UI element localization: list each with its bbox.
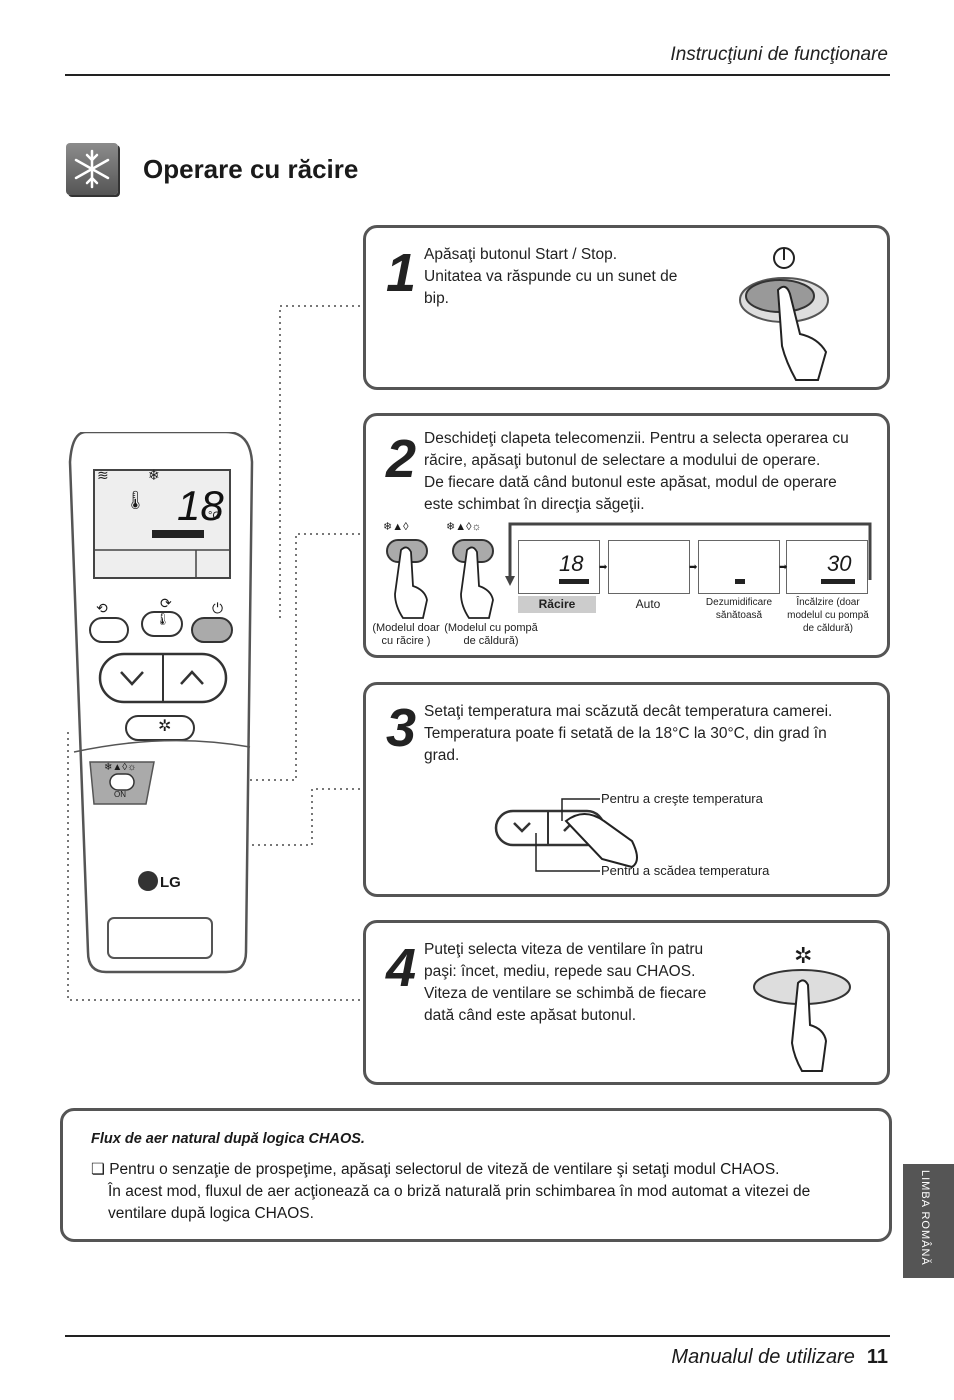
step-1-text: Apăsaţi butonul Start / Stop. Unitatea v… — [424, 244, 677, 310]
lcd-cool: 18 — [518, 540, 600, 594]
step-2-line: Deschideţi clapeta telecomenzii. Pentru … — [424, 430, 849, 447]
model-cool-line: (Modelul doar — [372, 622, 440, 634]
header-section-title: Instrucţiuni de funcţionare — [670, 44, 888, 65]
step-4-line: Puteţi selecta viteza de ventilare în pa… — [424, 941, 704, 958]
fan-button-illustration — [753, 969, 851, 1072]
thermometer-icon-remote: 🌡 — [155, 612, 171, 626]
footer-manual-title: Manualul de utilizare — [671, 1346, 855, 1368]
mode-button-illustrations — [386, 539, 494, 619]
lcd-fan-bars — [559, 579, 589, 584]
step-2-line: este schimbat în direcţia săgeţii. — [424, 496, 645, 513]
remote-control — [68, 432, 254, 974]
mode-label-heat: Încălzire (doar modelul cu pompă de căld… — [787, 597, 869, 634]
step-3-line: grad. — [424, 747, 460, 764]
note-body: ❏ Pentru o senzaţie de prospeţime, apăsa… — [91, 1159, 810, 1225]
thermometer-icon: 🌡 — [124, 490, 147, 510]
step-4-text: Puteţi selecta viteza de ventilare în pa… — [424, 939, 706, 1027]
step-2-box: 2 Deschideţi clapeta telecomenzii. Pentr… — [363, 413, 890, 658]
step-4-line: paşi: încet, mediu, repede sau CHAOS. — [424, 963, 696, 980]
note-line: ventilare după logica CHAOS. — [108, 1205, 314, 1222]
footer-rule — [65, 1335, 890, 1337]
mode-label-dry: Dezumidificare sănătoasă — [705, 597, 773, 621]
wifi-icon: ≋ — [97, 467, 109, 483]
mode-label-cool: Răcire — [518, 596, 596, 613]
step-3-line: Temperatura poate fi setată de la 18°C l… — [424, 725, 827, 742]
step-1-line: bip. — [424, 290, 449, 307]
note-line: ❏ Pentru o senzaţie de prospeţime, apăsa… — [91, 1161, 780, 1178]
header-rule — [65, 74, 890, 76]
arrow-right-icon: ➡ — [779, 562, 788, 573]
press-start-stop-illustration — [739, 247, 829, 381]
step-number: 3 — [386, 698, 417, 758]
lcd-dry — [698, 540, 780, 594]
swing-icon: ⟲ — [96, 600, 108, 616]
step-4-box: 4 Puteţi selecta viteza de ventilare în … — [363, 920, 890, 1085]
step-2-text: Deschideţi clapeta telecomenzii. Pentru … — [424, 428, 849, 516]
remote-on-label: ON — [114, 790, 126, 799]
step-3-line: Setaţi temperatura mai scăzută decât tem… — [424, 703, 833, 720]
remote-brand-logo: LG — [160, 874, 181, 891]
mode-icons-heat: ❄▲◊☼ — [446, 521, 482, 533]
step-4-line: Viteza de ventilare se schimbă de fiecar… — [424, 985, 707, 1002]
step-number: 1 — [386, 243, 417, 303]
arrow-right-icon: ➡ — [689, 562, 698, 573]
step-2-line: De fiecare dată când butonul este apăsat… — [424, 474, 837, 491]
temperature-buttons-illustration — [494, 798, 638, 872]
step-number: 2 — [386, 429, 417, 489]
step-4-line: dată când este apăsat butonul. — [424, 1007, 636, 1024]
fan-speed-icon: ✲ — [794, 943, 813, 968]
model-cool-note: (Modelul doar cu răcire ) — [370, 622, 442, 648]
page-title: Operare cu răcire — [143, 154, 359, 184]
snowflake-icon — [66, 143, 118, 195]
lcd-cool-temp: 18 — [559, 551, 584, 576]
snowflake-icon-small: ❄ — [148, 467, 160, 483]
fan-icon: ✲ — [158, 718, 172, 735]
mode-icons-cool: ❄▲◊ — [383, 521, 409, 533]
language-side-tab: LIMBA ROMÂNĂ — [903, 1164, 954, 1278]
lcd-auto — [608, 540, 690, 594]
lcd-fan-bars — [735, 579, 745, 584]
step-2-line: răcire, apăsaţi butonul de selectare a m… — [424, 452, 821, 469]
step-1-box: 1 Apăsaţi butonul Start / Stop. Unitatea… — [363, 225, 890, 390]
model-heat-line: (Modelul cu pompă — [444, 622, 538, 634]
step-1-line: Unitatea va răspunde cu un sunet de — [424, 268, 678, 285]
model-heat-line: de căldură) — [463, 635, 519, 647]
lcd-heat: 30 — [786, 540, 868, 594]
remote-display-unit: °C — [208, 510, 221, 522]
arrow-right-icon: ➡ — [599, 562, 608, 573]
step-number: 4 — [386, 938, 417, 998]
note-line: În acest mod, fluxul de aer acţionează c… — [108, 1183, 811, 1200]
lcd-fan-bars — [821, 579, 855, 584]
remote-display-temp: 18 — [177, 482, 224, 529]
mode-cycle-arrow — [505, 522, 872, 586]
footer: Manualul de utilizare 11 — [671, 1346, 888, 1369]
model-cool-line: cu răcire ) — [381, 635, 431, 647]
page-number: 11 — [866, 1346, 888, 1368]
mode-label-auto: Auto — [635, 597, 661, 611]
note-title: Flux de aer natural după logica CHAOS. — [91, 1131, 365, 1147]
step-1-line: Apăsaţi butonul Start / Stop. — [424, 246, 618, 263]
timer-icon: ⟳ — [160, 595, 172, 611]
power-icon: ⏻ — [212, 600, 224, 616]
chaos-note-box: Flux de aer natural după logica CHAOS. ❏… — [60, 1108, 892, 1242]
model-heat-note: (Modelul cu pompă de căldură) — [444, 622, 538, 648]
increase-temp-label: Pentru a creşte temperatura — [601, 791, 763, 806]
step-3-box: 3 Setaţi temperatura mai scăzută decât t… — [363, 682, 890, 897]
lcd-heat-temp: 30 — [827, 551, 852, 576]
language-label: LIMBA ROMÂNĂ — [919, 1170, 931, 1266]
step-3-text: Setaţi temperatura mai scăzută decât tem… — [424, 701, 832, 767]
decrease-temp-label: Pentru a scădea temperatura — [601, 863, 770, 878]
mode-icons: ❄▲◊☼ — [104, 762, 137, 773]
